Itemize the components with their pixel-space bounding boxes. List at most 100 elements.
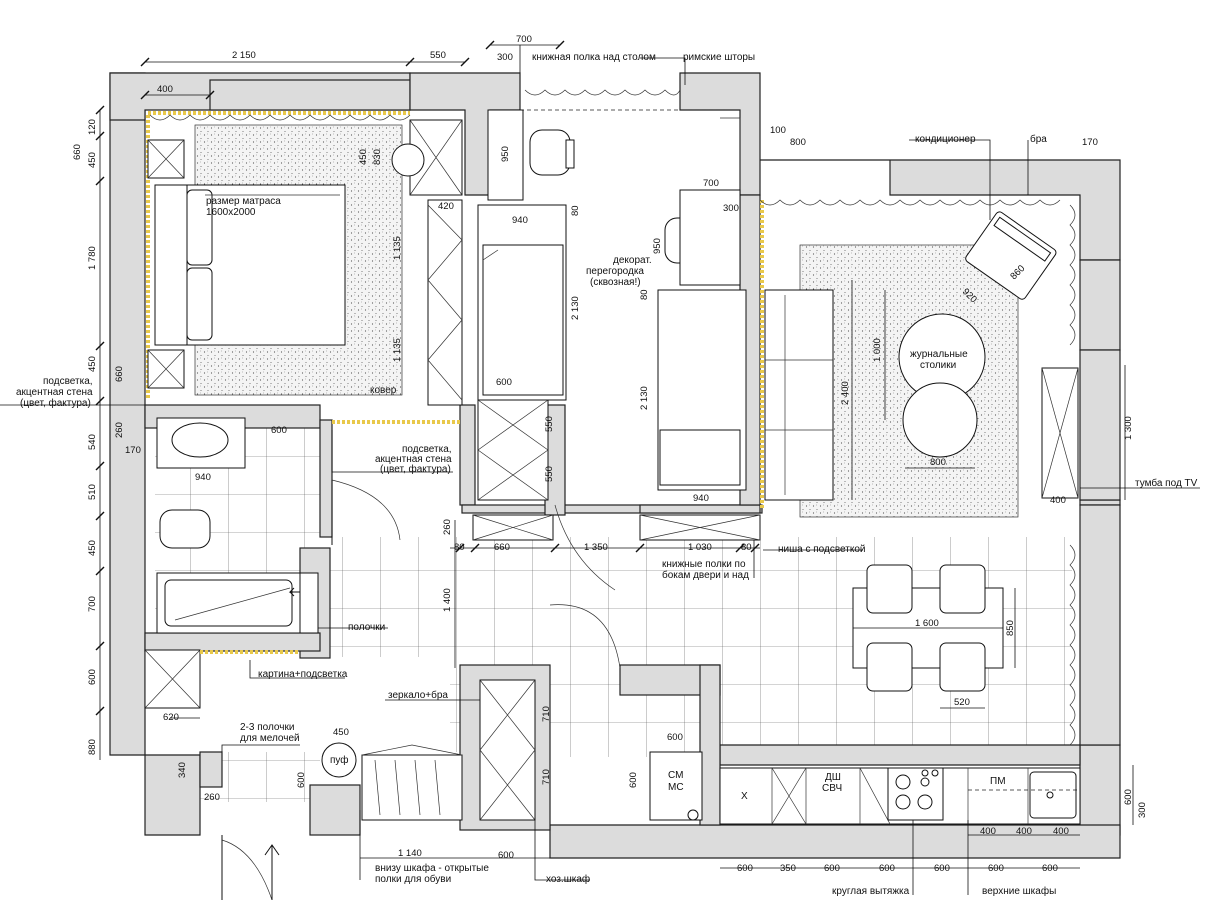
dim-text: 450 xyxy=(358,149,369,165)
dim-text: 260 xyxy=(114,422,125,438)
label-pm: ПМ xyxy=(990,776,1006,787)
label-backlight-left-2: акцентная стена xyxy=(16,387,93,398)
label-mattress-dims: 1600x2000 xyxy=(206,207,256,218)
label-mirror-sconce: зеркало+бра xyxy=(388,689,448,701)
dim-text: 600 xyxy=(934,863,950,874)
dim-text: 300 xyxy=(497,52,513,63)
dim-text: 450 xyxy=(87,540,98,556)
dim-text: 1 300 xyxy=(1123,416,1134,440)
label-dryer: МС xyxy=(668,782,684,793)
label-decor-partition-3: (сквозная!) xyxy=(590,277,641,288)
dim-text: 340 xyxy=(177,762,188,778)
dim-text: 2 150 xyxy=(232,50,256,61)
dim-text: 400 xyxy=(1016,826,1032,837)
bed-kid-2 xyxy=(657,289,747,491)
coffee-tables xyxy=(898,313,986,458)
label-air-conditioner: кондиционер xyxy=(915,134,976,145)
dim-text: 800 xyxy=(930,457,946,468)
armchair xyxy=(965,211,1057,300)
dim-text: 170 xyxy=(125,445,141,456)
dim-text: 660 xyxy=(72,144,83,160)
dim-text: 550 xyxy=(544,466,555,482)
dim-text: 600 xyxy=(879,863,895,874)
dim-text: 710 xyxy=(541,769,552,785)
dim-text: 600 xyxy=(988,863,1004,874)
dim-text: 600 xyxy=(496,377,512,388)
dim-text: 700 xyxy=(703,178,719,189)
dim-text: 510 xyxy=(87,484,98,500)
dim-text: 2 130 xyxy=(570,296,581,320)
pouf xyxy=(321,742,357,778)
label-mw: СВЧ xyxy=(822,783,842,794)
dim-text: 880 xyxy=(87,739,98,755)
label-utility-closet: хоз.шкаф xyxy=(546,873,590,885)
dim-text: 950 xyxy=(500,146,511,162)
dim-text: 710 xyxy=(541,706,552,722)
sofa xyxy=(764,289,834,501)
label-bookshelf-above-desk: книжная полка над столом xyxy=(532,52,656,63)
label-shoe-shelves-2: полки для обуви xyxy=(375,873,451,885)
label-mattress-size: размер матраса xyxy=(206,196,281,207)
dim-text: 400 xyxy=(157,84,173,95)
label-tv-stand: тумба под TV xyxy=(1135,477,1198,489)
label-small-shelves-2: для мелочей xyxy=(240,733,300,744)
label-backlight-left-3: (цвет, фактура) xyxy=(20,397,91,409)
dim-text: 600 xyxy=(824,863,840,874)
dim-text: 400 xyxy=(980,826,996,837)
dim-text: 80 xyxy=(570,205,581,216)
label-wm: СМ xyxy=(668,770,683,781)
dim-text: 600 xyxy=(737,863,753,874)
living-room xyxy=(149,89,1079,746)
label-sconce: бра xyxy=(1030,133,1047,145)
label-pouf: пуф xyxy=(330,754,349,766)
dim-text: 600 xyxy=(628,772,639,788)
dim-text: 120 xyxy=(87,119,98,135)
kitchen-sink xyxy=(1029,771,1077,819)
label-small-shelves-1: 2-3 полочки xyxy=(240,722,294,733)
label-shelves: полочки xyxy=(348,622,385,633)
bathroom xyxy=(144,417,460,709)
dim-text: 100 xyxy=(770,125,786,136)
dim-text: 950 xyxy=(652,238,663,254)
dim-text: 260 xyxy=(442,519,453,535)
dim-text: 1 135 xyxy=(392,338,403,362)
bedroom xyxy=(146,111,463,406)
dim-text: 600 xyxy=(1042,863,1058,874)
dim-text: 1 135 xyxy=(392,236,403,260)
dim-text: 700 xyxy=(516,34,532,45)
dim-text: 1 780 xyxy=(87,246,98,270)
dim-text: 940 xyxy=(693,493,709,504)
desk-chair-1 xyxy=(529,129,575,176)
dim-text: 660 xyxy=(494,542,510,553)
label-coffee-tables-2: столики xyxy=(920,360,956,371)
label-rug: ковер xyxy=(370,385,397,396)
label-round-hood: круглая вытяжка xyxy=(832,886,910,897)
dim-text: 300 xyxy=(1137,802,1148,818)
dim-text: 80 xyxy=(454,542,465,553)
dim-text: 260 xyxy=(204,792,220,803)
label-niche-backlight: ниша с подсветкой xyxy=(778,544,866,555)
dim-text: 80 xyxy=(741,542,752,553)
label-bookshelves-door-2: бокам двери и над xyxy=(662,569,749,581)
bathtub xyxy=(156,572,301,634)
dim-text: 2 130 xyxy=(639,386,650,410)
label-bookshelves-door-1: книжные полки по xyxy=(662,559,746,570)
dim-text: 450 xyxy=(87,356,98,372)
utility-closet xyxy=(479,679,536,821)
dimension-texts: 2 150 550 700 300 400 100 800 170 120 66… xyxy=(72,34,1148,874)
tv-stand xyxy=(1041,367,1079,499)
dim-text: 1 350 xyxy=(584,542,608,553)
dining-chairs xyxy=(866,564,986,692)
kitchen xyxy=(719,767,1081,825)
dim-text: 940 xyxy=(195,472,211,483)
dim-text: 940 xyxy=(512,215,528,226)
bed-kid-1 xyxy=(477,204,567,401)
dim-text: 550 xyxy=(544,416,555,432)
toilet xyxy=(159,509,211,549)
dim-text: 830 xyxy=(372,149,383,165)
dim-text: 1 000 xyxy=(872,338,883,362)
dim-text: 800 xyxy=(790,137,806,148)
dim-text: 600 xyxy=(296,772,307,788)
dim-text: 600 xyxy=(667,732,683,743)
